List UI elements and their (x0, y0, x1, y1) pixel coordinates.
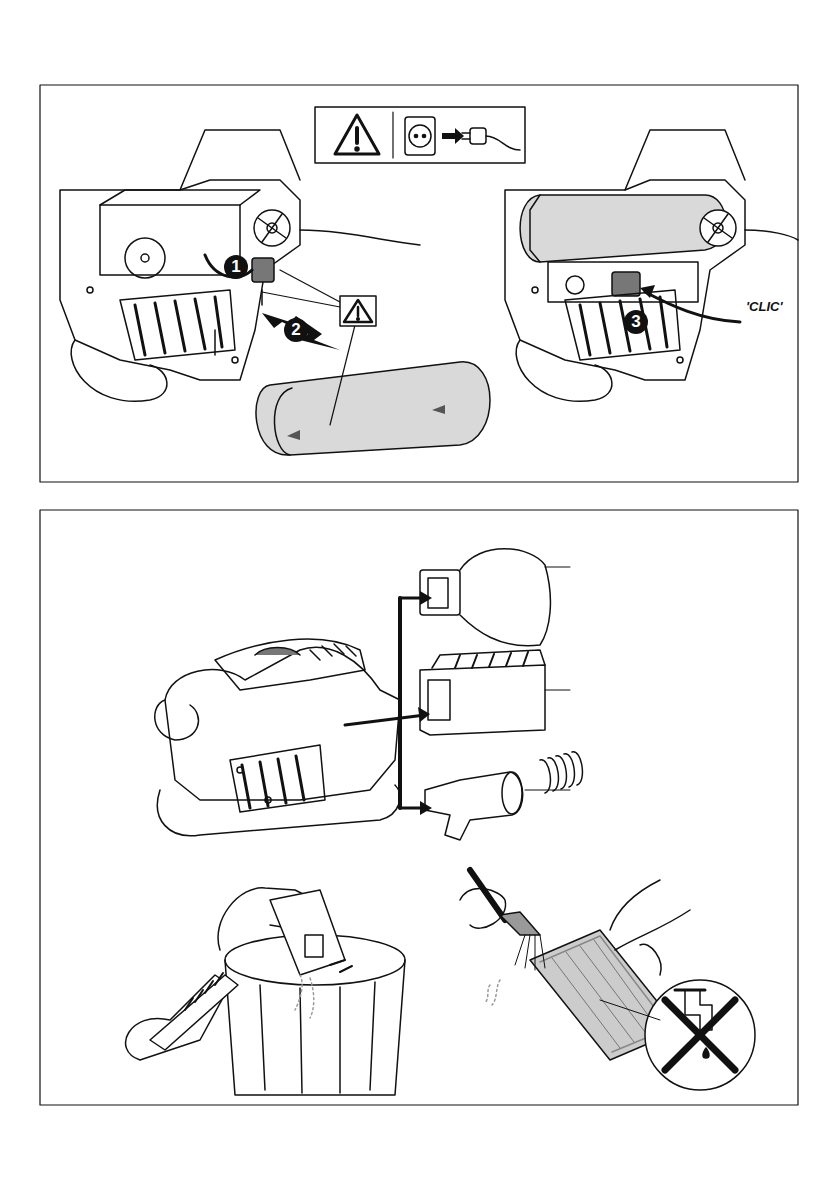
callout-number-holder: 1 (224, 255, 248, 279)
callout-number: 3 (631, 312, 640, 331)
click-note: 'CLIC' (746, 299, 783, 314)
click-note-holder: 'CLIC' (744, 299, 785, 314)
callout-number: 2 (291, 320, 300, 339)
callout-number: 1 (231, 257, 240, 276)
callout-number-holder: 3 (624, 310, 648, 334)
callout-number-holder: 2 (284, 318, 308, 342)
